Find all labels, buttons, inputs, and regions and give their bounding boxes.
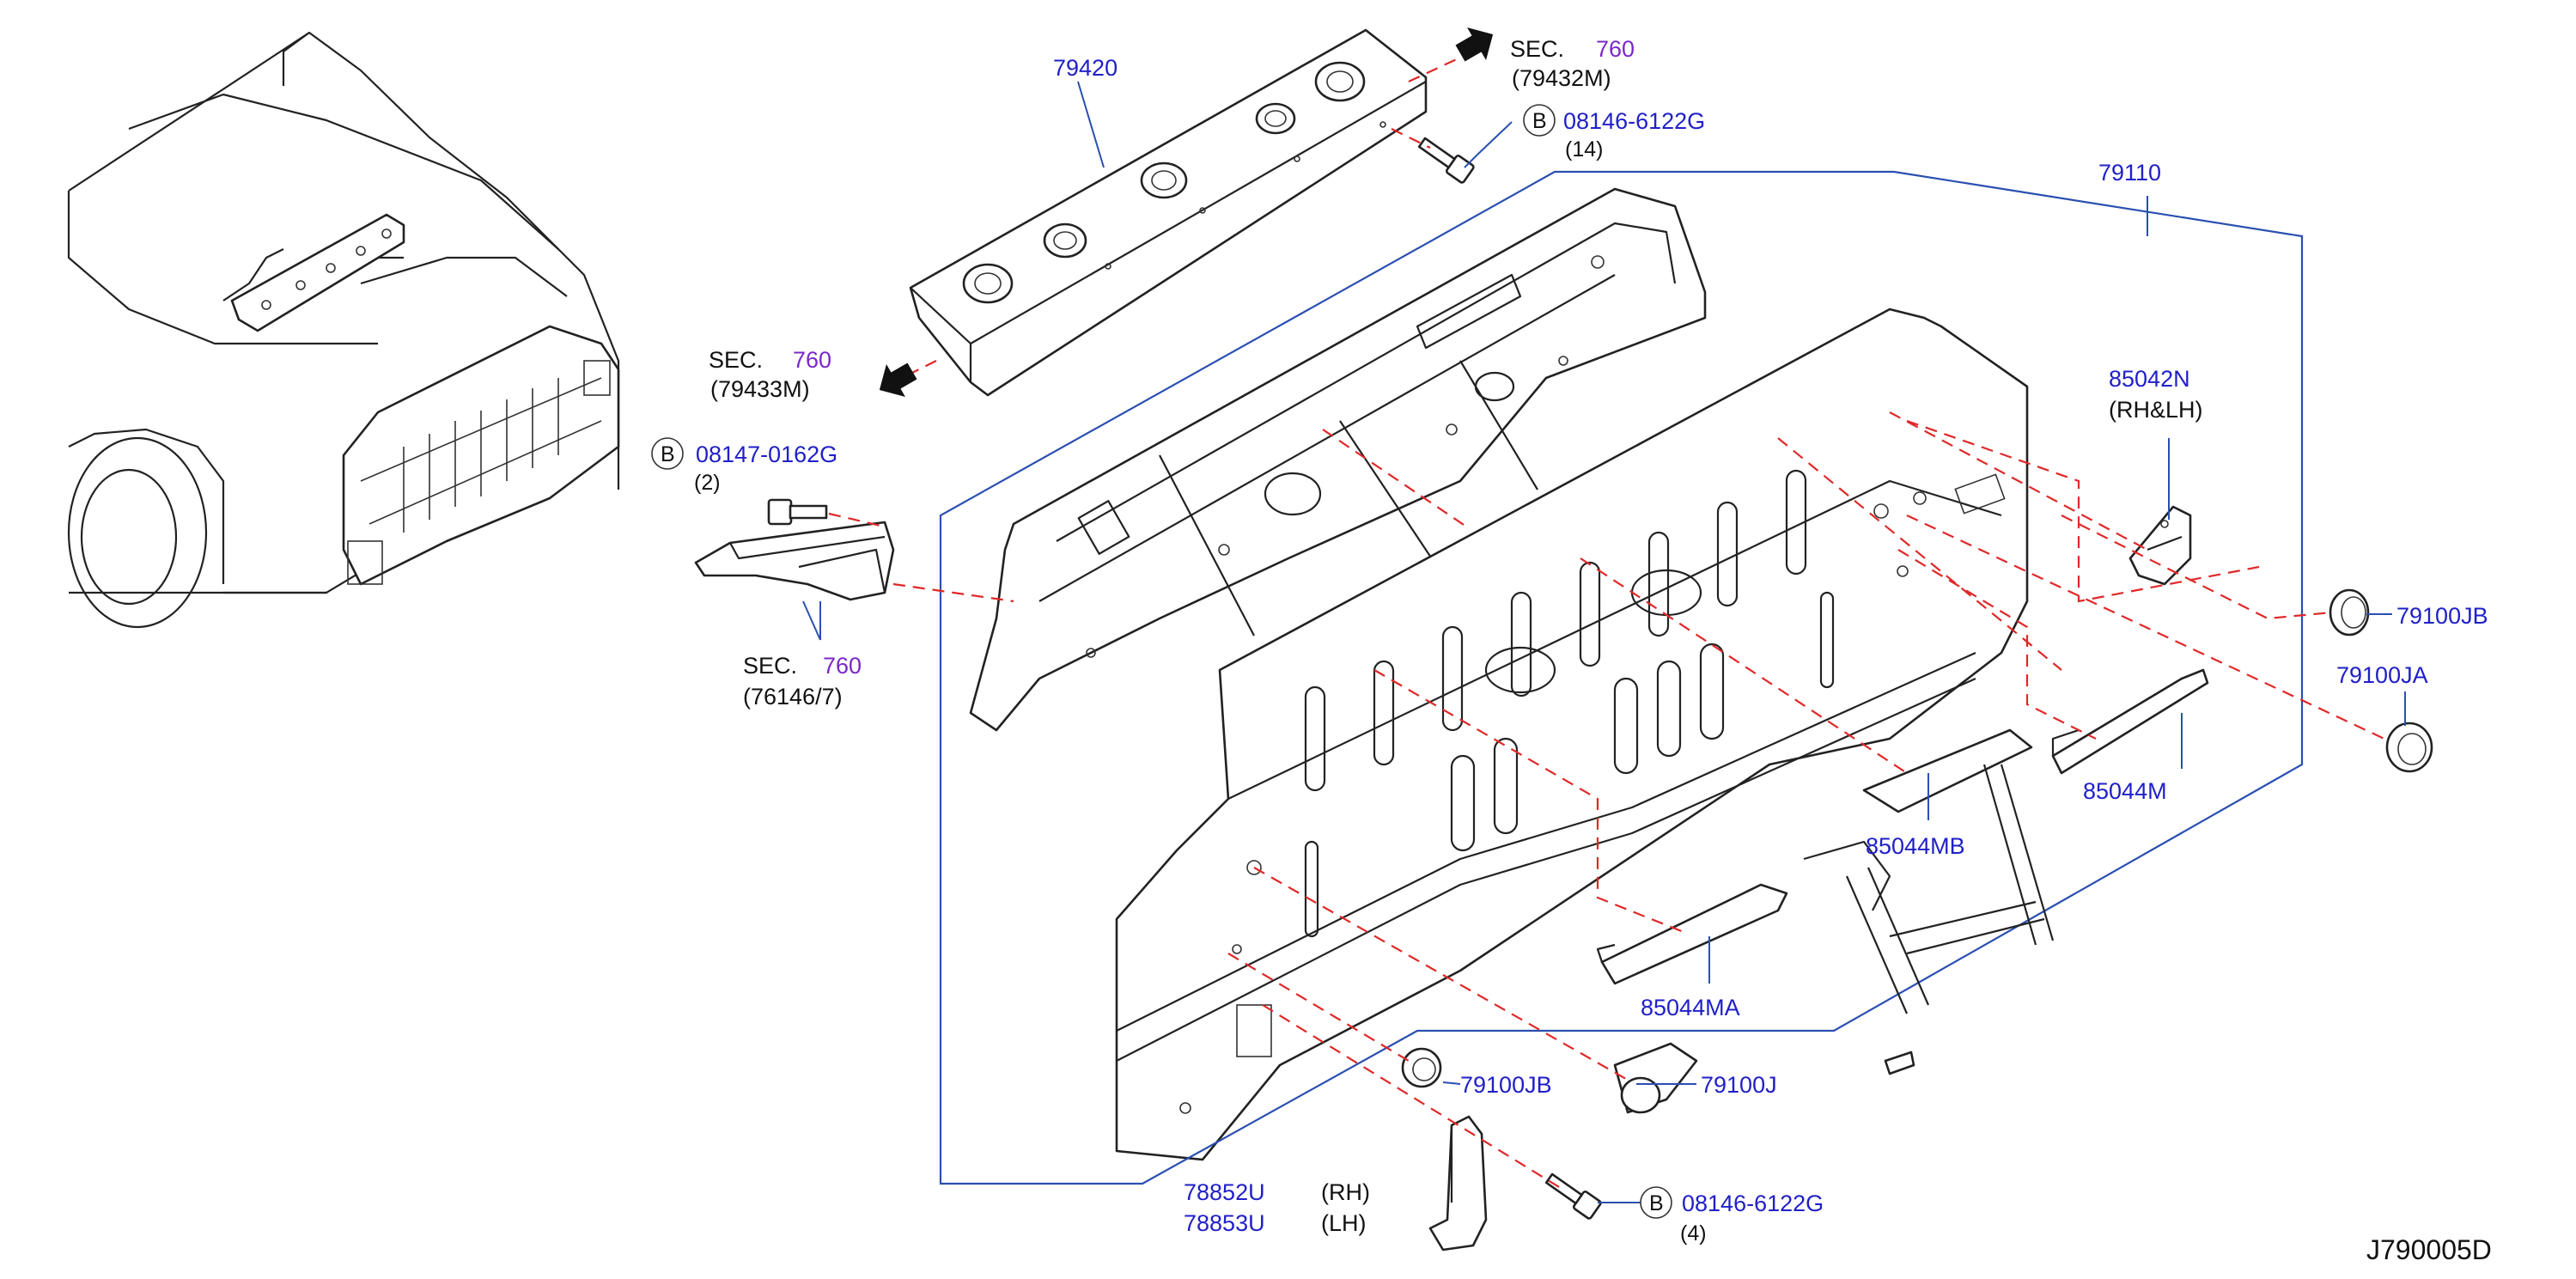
bracket-85044MA	[1596, 883, 1788, 985]
label-85042N-note: (RH&LH)	[2109, 397, 2203, 423]
clip-icon	[1884, 1051, 1915, 1075]
label-78853U: 78853U	[1184, 1210, 1265, 1236]
label-79100JA: 79100JA	[2336, 662, 2428, 688]
bolt-marker: B	[1532, 109, 1547, 133]
grommet-icon	[1401, 1047, 1442, 1088]
sec-ref-sub: (79433M)	[710, 376, 810, 402]
label-85042N: 85042N	[2109, 366, 2190, 392]
sec-ref-sub: (76146/7)	[743, 684, 843, 710]
bolt-marker-circle	[1640, 1186, 1672, 1219]
label-79420: 79420	[1053, 55, 1117, 81]
bolt-marker: B	[661, 442, 675, 466]
grommet-icon	[2385, 722, 2433, 773]
leader-lines	[802, 81, 2406, 1203]
rear-panel-lower	[1115, 308, 2029, 1161]
grommet-icon	[1613, 1042, 1698, 1114]
bolt-marker-circle	[1523, 104, 1556, 137]
sec-ref-number: 760	[823, 653, 862, 679]
sec-ref-number: 760	[1596, 36, 1635, 62]
label-bolt-left-part: 08147-0162G	[696, 442, 837, 467]
label-bolt-top-qty: (14)	[1565, 137, 1603, 161]
label-79100JB-bottom: 79100JB	[1460, 1072, 1552, 1098]
bracket-78852U	[1428, 1115, 1488, 1252]
sec-ref-prefix: SEC.	[1510, 36, 1564, 62]
bracket-76146	[694, 521, 895, 601]
car-overview-illustration	[67, 31, 620, 629]
bracket-85044M	[2051, 668, 2209, 775]
label-78852U: 78852U	[1184, 1179, 1265, 1205]
bracket-85044MB	[1803, 728, 2055, 1014]
grommet-icon	[2329, 588, 2370, 636]
label-lh: (LH)	[1321, 1210, 1367, 1236]
arrow-icon	[879, 362, 917, 398]
group-79110-outline	[939, 170, 2304, 1185]
assembly-lines	[828, 51, 2389, 1191]
label-85044MB: 85044MB	[1866, 833, 1965, 859]
label-79110: 79110	[2098, 160, 2161, 186]
sec-ref-number: 760	[793, 347, 831, 373]
label-bolt-bottom-qty: (4)	[1680, 1221, 1707, 1246]
reinforcement-79420	[909, 28, 1428, 397]
label-85044MA: 85044MA	[1641, 995, 1740, 1020]
panel-slots	[1304, 469, 1835, 938]
label-79100J: 79100J	[1701, 1072, 1777, 1098]
sec-ref-prefix: SEC.	[743, 653, 797, 679]
label-rh: (RH)	[1321, 1179, 1370, 1205]
label-bolt-bottom-part: 08146-6122G	[1682, 1191, 1824, 1216]
arrow-icon	[1455, 27, 1494, 62]
sec-ref-prefix: SEC.	[709, 347, 763, 373]
label-bolt-top-part: 08146-6122G	[1563, 108, 1705, 134]
rear-panel-upper	[969, 187, 1707, 732]
bracket-85042N	[2128, 505, 2192, 586]
label-79100JB-right: 79100JB	[2396, 603, 2488, 629]
bolt-marker-circle	[651, 437, 684, 470]
bolt-icon	[1417, 137, 1475, 184]
label-bolt-left-qty: (2)	[694, 471, 721, 495]
diagram-code: J790005D	[2366, 1234, 2492, 1265]
bolt-marker: B	[1649, 1191, 1664, 1215]
sec-ref-sub: (79432M)	[1512, 65, 1611, 91]
label-85044M: 85044M	[2083, 778, 2167, 804]
bolt-icon	[1544, 1172, 1602, 1220]
bolt-icon	[767, 498, 828, 526]
